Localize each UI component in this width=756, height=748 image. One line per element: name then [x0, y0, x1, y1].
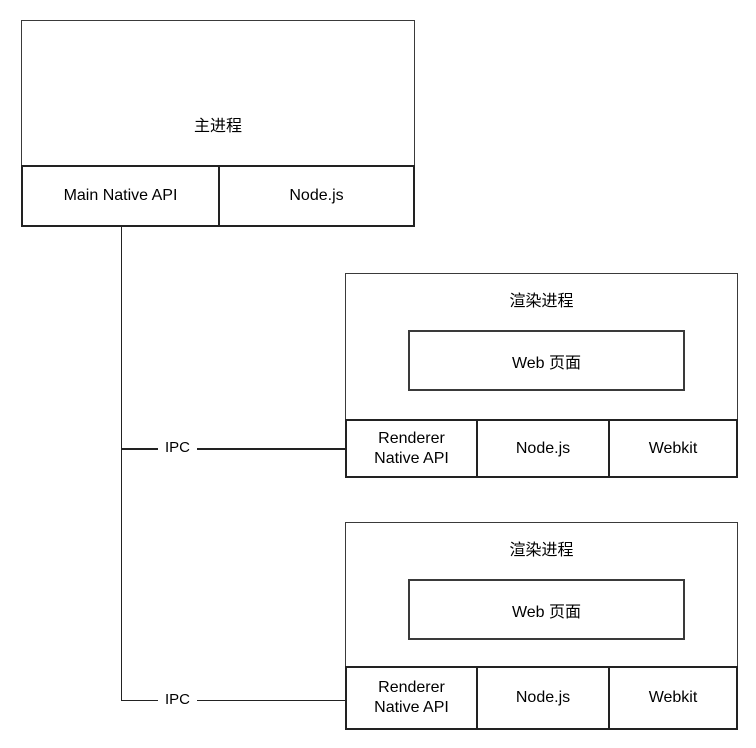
- ipc-branch-line-1: IPC: [121, 438, 345, 458]
- ipc-label-1: IPC: [158, 438, 198, 458]
- renderer-native-api-cell-1: Renderer Native API: [345, 419, 478, 478]
- renderer-webkit-cell-1: Webkit: [610, 419, 738, 478]
- web-page-box-1: Web 页面: [408, 330, 685, 391]
- main-nodejs-label: Node.js: [289, 187, 344, 204]
- renderer-native-api-line1-1: Renderer: [378, 429, 445, 447]
- web-page-label-2: Web 页面: [511, 603, 582, 621]
- main-process-api-row: Main Native API Node.js: [21, 165, 415, 227]
- main-native-api-cell: Main Native API: [21, 165, 220, 227]
- renderer-process-title-2: 渲染进程: [509, 542, 574, 559]
- main-native-api-label: Main Native API: [63, 187, 178, 204]
- renderer-nodejs-cell-2: Node.js: [478, 666, 610, 730]
- renderer-native-api-line2-2: Native API: [374, 699, 449, 716]
- renderer-native-api-line2-1: Native API: [374, 449, 449, 467]
- renderer-nodejs-cell-1: Node.js: [478, 419, 610, 478]
- renderer-api-row-2: Renderer Native API Node.js Webkit: [345, 666, 738, 730]
- main-nodejs-cell: Node.js: [220, 165, 415, 227]
- main-process-title: 主进程: [193, 117, 242, 135]
- renderer-native-api-cell-2: Renderer Native API: [345, 666, 478, 730]
- ipc-trunk-line: [120, 227, 122, 701]
- renderer-native-api-line1-2: Renderer: [378, 679, 445, 696]
- renderer-process-title-1: 渲染进程: [509, 293, 574, 310]
- ipc-label-2: IPC: [158, 689, 198, 710]
- web-page-label-1: Web 页面: [511, 354, 582, 372]
- renderer-nodejs-label-1: Node.js: [515, 439, 571, 457]
- renderer-webkit-label-2: Webkit: [648, 689, 698, 706]
- web-page-box-2: Web 页面: [408, 579, 685, 640]
- renderer-webkit-cell-2: Webkit: [610, 666, 738, 730]
- renderer-nodejs-label-2: Node.js: [515, 689, 571, 706]
- renderer-webkit-label-1: Webkit: [648, 439, 698, 457]
- ipc-branch-line-2: IPC: [121, 689, 345, 710]
- renderer-api-row-1: Renderer Native API Node.js Webkit: [345, 419, 738, 478]
